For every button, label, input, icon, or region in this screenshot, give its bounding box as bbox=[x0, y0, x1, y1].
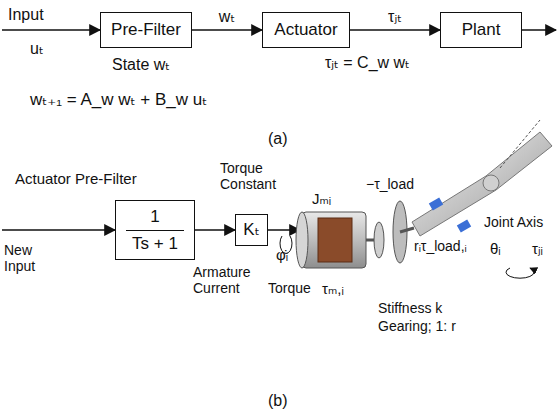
denominator: Ts + 1 bbox=[126, 230, 184, 254]
signal-arrow bbox=[195, 229, 235, 231]
annotation: Actuator Pre-Filter bbox=[15, 170, 137, 187]
signal-arrow bbox=[350, 29, 440, 31]
annotation: (b) bbox=[268, 392, 288, 410]
annotation: uₜ bbox=[30, 40, 44, 58]
box-label: Kₜ bbox=[243, 220, 259, 240]
transfer-function-box: 1Ts + 1 bbox=[115, 200, 195, 260]
process-box: Pre-Filter bbox=[100, 12, 192, 48]
annotation: Torque bbox=[268, 280, 311, 296]
annotation: φ̇ᵢ bbox=[276, 246, 288, 263]
annotation: Stiffness k bbox=[378, 300, 442, 316]
annotation: τⱼₜ = C_w wₜ bbox=[325, 54, 410, 72]
box-label: Plant bbox=[462, 20, 501, 40]
annotation: Joint Axis bbox=[484, 214, 543, 230]
annotation: Armature Current bbox=[193, 264, 265, 296]
signal-arrow bbox=[192, 29, 262, 31]
process-box: Plant bbox=[440, 12, 522, 48]
output-wire bbox=[522, 29, 556, 31]
signal-name: wₜ bbox=[217, 8, 237, 26]
annotation: τⱼᵢ bbox=[532, 240, 543, 257]
process-box: Kₜ bbox=[235, 214, 268, 246]
annotation: θᵢ bbox=[490, 240, 501, 257]
annotation: (a) bbox=[268, 130, 288, 148]
annotation: Gearing; 1: r bbox=[378, 318, 456, 334]
motor bbox=[296, 212, 376, 268]
box-label: Actuator bbox=[274, 20, 337, 40]
annotation: State wₜ bbox=[112, 56, 170, 74]
annotation: −τ_load bbox=[366, 176, 414, 192]
robot-arm bbox=[412, 120, 552, 278]
annotation: wₜ₊₁ = A_w wₜ + B_w uₜ bbox=[30, 90, 207, 110]
numerator: 1 bbox=[144, 207, 165, 230]
box-label: Pre-Filter bbox=[111, 20, 181, 40]
gear-pair bbox=[374, 201, 414, 263]
annotation: New Input bbox=[4, 242, 52, 274]
annotation: τₘ,ᵢ bbox=[322, 280, 344, 297]
process-box: Actuator bbox=[262, 12, 350, 48]
annotation: Input bbox=[8, 6, 44, 24]
annotation: rᵢτ_load,ᵢ bbox=[414, 238, 467, 254]
input-wire bbox=[2, 229, 115, 231]
signal-name: τⱼₜ bbox=[386, 8, 404, 26]
torque-wire bbox=[268, 229, 300, 231]
input-wire bbox=[2, 29, 100, 31]
annotation: Jₘᵢ bbox=[312, 190, 331, 207]
annotation: Torque Constant bbox=[220, 160, 292, 192]
